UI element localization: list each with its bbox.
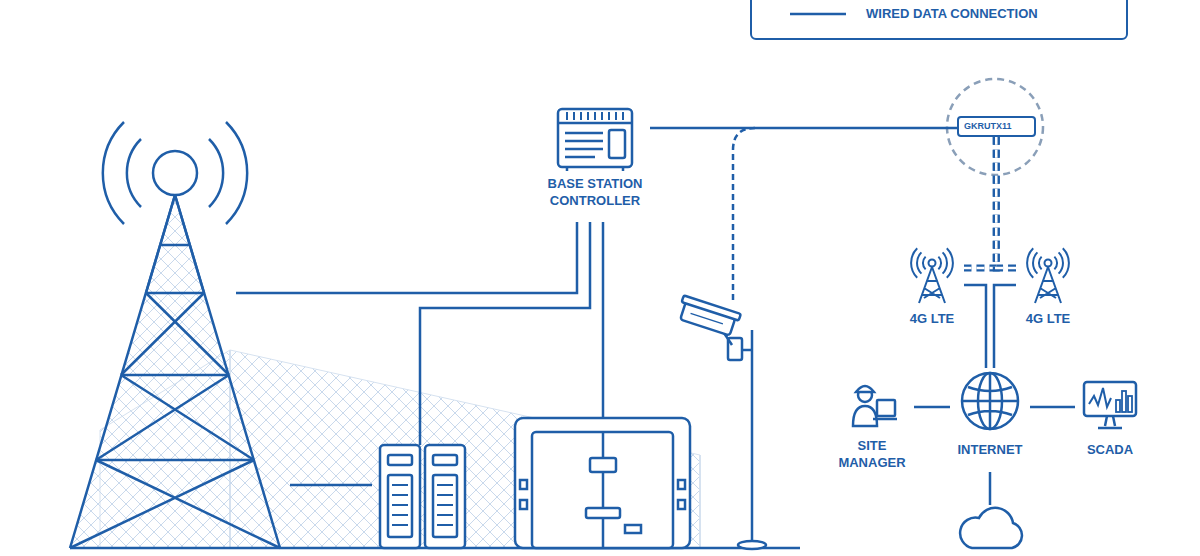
node-label: BASE STATION CONTROLLER xyxy=(540,176,650,210)
wireless-link xyxy=(964,137,996,268)
link-line xyxy=(914,406,950,409)
lte-tower-node: 4G LTE xyxy=(1016,243,1080,328)
wired-link xyxy=(914,407,950,408)
wired-link xyxy=(1030,407,1075,408)
link-outer xyxy=(964,137,996,268)
node-label: GKRUTX11 xyxy=(964,121,1012,132)
wired-link xyxy=(994,285,1016,368)
lte-tower-node: 4G LTE xyxy=(900,243,964,328)
controller-node: BASE STATION CONTROLLER xyxy=(540,106,650,210)
person-icon xyxy=(847,378,897,430)
scada-node: SCADA xyxy=(1075,378,1145,459)
server-rack xyxy=(380,445,465,548)
link-line xyxy=(650,127,957,130)
node-label: 4G LTE xyxy=(1016,311,1080,328)
wired-link xyxy=(650,128,957,129)
internet-node: INTERNET xyxy=(950,368,1030,459)
legend-box: WIRED DATA CONNECTION xyxy=(750,0,1128,40)
security-camera xyxy=(676,295,766,549)
legend-entry: WIRED DATA CONNECTION xyxy=(790,6,1038,23)
link-inner xyxy=(964,137,996,268)
camera-wireless-link xyxy=(733,128,755,300)
link-line xyxy=(964,285,986,368)
legend-swatch xyxy=(790,11,846,17)
equipment-cabinet xyxy=(515,418,690,548)
cloud-icon xyxy=(960,508,1022,548)
site-manager-node: SITE MANAGER xyxy=(830,378,914,472)
wired-link xyxy=(964,285,986,368)
link-outer xyxy=(996,137,1016,268)
globe-icon xyxy=(957,368,1023,434)
link-line xyxy=(994,285,1016,368)
link-line xyxy=(1030,406,1075,409)
legend-label: WIRED DATA CONNECTION xyxy=(866,6,1038,23)
wireless-zone-circle xyxy=(947,79,1043,175)
node-label: INTERNET xyxy=(950,442,1030,459)
lte-icon xyxy=(1023,243,1073,305)
transmission-tower xyxy=(70,122,280,548)
equipment-wires xyxy=(236,222,990,505)
wireless-link xyxy=(996,137,1016,268)
router-box: GKRUTX11 xyxy=(957,116,1036,137)
link-inner xyxy=(996,137,1016,268)
node-label: SCADA xyxy=(1075,442,1145,459)
bsc-icon xyxy=(555,106,635,172)
lte-icon xyxy=(907,243,957,305)
node-label: 4G LTE xyxy=(900,311,964,328)
scada-icon xyxy=(1080,378,1140,434)
node-label: SITE MANAGER xyxy=(830,438,914,472)
